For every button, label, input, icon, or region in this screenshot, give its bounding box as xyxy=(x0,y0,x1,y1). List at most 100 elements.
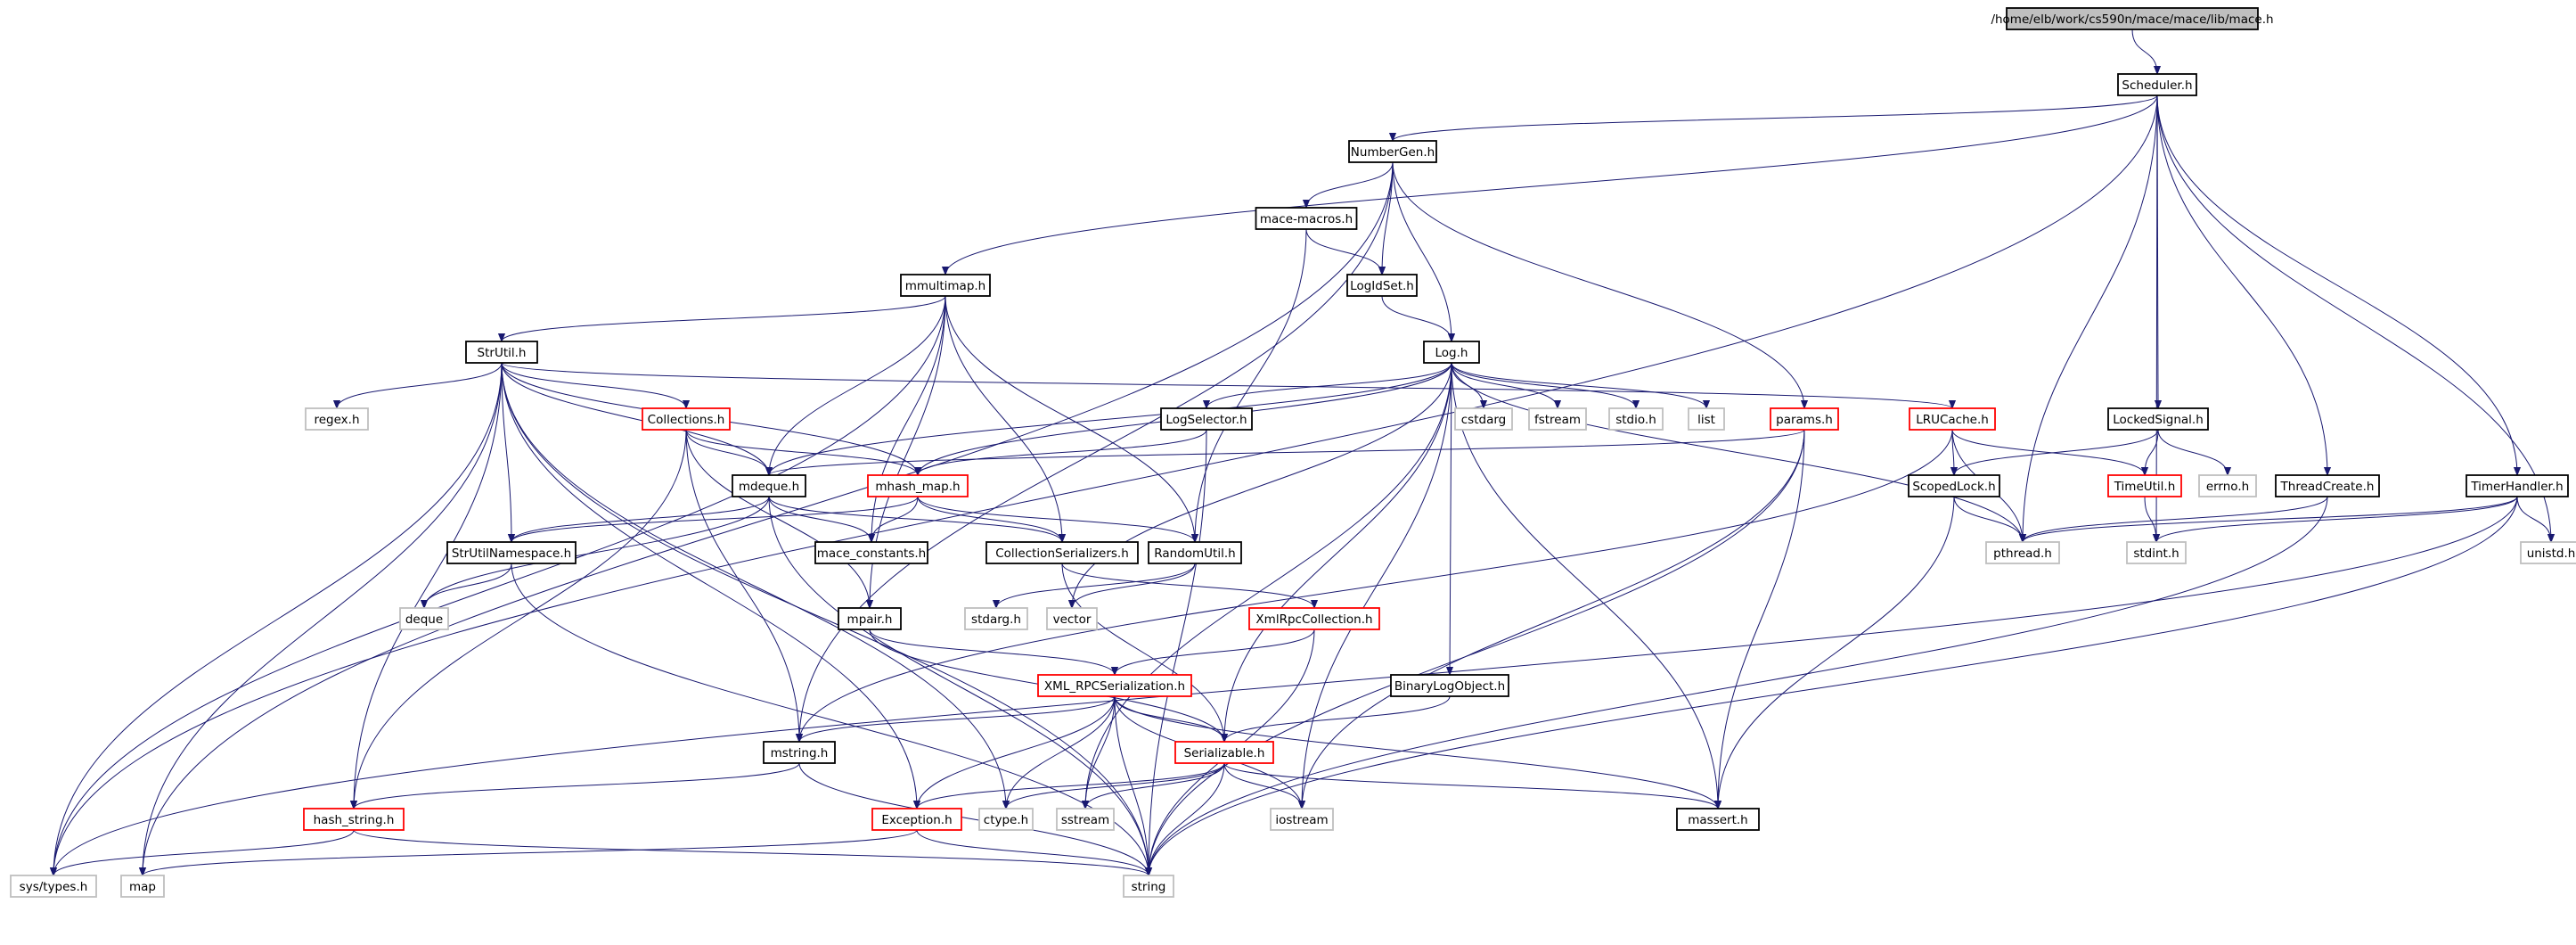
node-box-binarylog[interactable] xyxy=(1390,674,1509,697)
edge-mdeque-to-collser xyxy=(768,496,1062,543)
edge-serializable-to-ctype xyxy=(1006,762,1225,809)
edge-logh-to-list xyxy=(1451,362,1706,409)
edge-mmultimap-to-systypes xyxy=(53,295,946,875)
node-box-macemacros[interactable] xyxy=(1255,207,1358,230)
node-label-timerhandler: TimerHandler.h xyxy=(2470,480,2563,494)
node-ctype: ctype.h xyxy=(978,808,1034,831)
node-box-logidset[interactable] xyxy=(1346,274,1418,297)
node-box-xmlrpcser[interactable] xyxy=(1037,674,1192,697)
node-label-randomutil: RandomUtil.h xyxy=(1154,546,1235,561)
node-label-stdio: stdio.h xyxy=(1615,413,1656,427)
node-box-mhashmap[interactable] xyxy=(867,474,969,497)
node-logh[interactable]: Log.h xyxy=(1423,341,1480,364)
node-params[interactable]: params.h xyxy=(1770,407,1839,431)
node-box-timerhandler[interactable] xyxy=(2466,474,2569,497)
node-timerhandler[interactable]: TimerHandler.h xyxy=(2466,474,2569,497)
node-box-scheduler[interactable] xyxy=(2117,73,2197,96)
edge-lrucache-to-timeutil xyxy=(1951,429,2145,476)
node-mpair[interactable]: mpair.h xyxy=(838,607,902,630)
node-maceconst[interactable]: mace_constants.h xyxy=(814,541,928,564)
node-box-xmlrpccoll[interactable] xyxy=(1248,607,1380,630)
node-strutil[interactable]: StrUtil.h xyxy=(465,341,538,364)
edge-scheduler-to-unistd xyxy=(2156,94,2551,542)
node-stdint: stdint.h xyxy=(2126,541,2187,564)
node-box-lockedsignal[interactable] xyxy=(2107,407,2209,431)
node-box-massert[interactable] xyxy=(1676,808,1760,831)
node-lrucache[interactable]: LRUCache.h xyxy=(1909,407,1996,431)
node-randomutil[interactable]: RandomUtil.h xyxy=(1148,541,1242,564)
node-box-stdarg xyxy=(964,607,1028,630)
node-box-logselector[interactable] xyxy=(1160,407,1253,431)
edge-numbergen-to-logh xyxy=(1392,161,1452,341)
node-numbergen[interactable]: NumberGen.h xyxy=(1348,140,1437,163)
node-box-mmultimap[interactable] xyxy=(900,274,991,297)
node-box-hashstring[interactable] xyxy=(303,808,405,831)
node-box-scopedlock[interactable] xyxy=(1908,474,2000,497)
node-box-params[interactable] xyxy=(1770,407,1839,431)
node-binarylog[interactable]: BinaryLogObject.h xyxy=(1390,674,1509,697)
node-box-randomutil[interactable] xyxy=(1148,541,1242,564)
node-strutilns[interactable]: StrUtilNamespace.h xyxy=(446,541,577,564)
node-box-fstream xyxy=(1528,407,1587,431)
node-label-xmlrpcser: XML_RPCSerialization.h xyxy=(1044,679,1185,694)
node-macemacros[interactable]: mace-macros.h xyxy=(1255,207,1358,230)
node-timeutil[interactable]: TimeUtil.h xyxy=(2107,474,2182,497)
edges-layer xyxy=(53,29,2551,876)
node-box-strutil[interactable] xyxy=(465,341,538,364)
node-box-mstring[interactable] xyxy=(763,741,836,764)
node-box-lrucache[interactable] xyxy=(1909,407,1996,431)
node-collections[interactable]: Collections.h xyxy=(642,407,731,431)
node-xmlrpccoll[interactable]: XmlRpcCollection.h xyxy=(1248,607,1380,630)
node-box-serializable[interactable] xyxy=(1174,741,1274,764)
node-collser[interactable]: CollectionSerializers.h xyxy=(985,541,1139,564)
node-label-hashstring: hash_string.h xyxy=(314,813,395,827)
node-xmlrpcser[interactable]: XML_RPCSerialization.h xyxy=(1037,674,1192,697)
node-box-mpair[interactable] xyxy=(838,607,902,630)
node-box-numbergen[interactable] xyxy=(1348,140,1437,163)
node-serializable[interactable]: Serializable.h xyxy=(1174,741,1274,764)
node-mhashmap[interactable]: mhash_map.h xyxy=(867,474,969,497)
node-mstring[interactable]: mstring.h xyxy=(763,741,836,764)
edge-timerhandler-to-unistd xyxy=(2516,496,2551,542)
node-box-strutilns[interactable] xyxy=(446,541,577,564)
edge-scheduler-to-systypes xyxy=(53,94,2158,875)
node-box-collser[interactable] xyxy=(985,541,1139,564)
node-box-threadcreate[interactable] xyxy=(2275,474,2380,497)
node-exception[interactable]: Exception.h xyxy=(871,808,962,831)
node-lockedsignal[interactable]: LockedSignal.h xyxy=(2107,407,2209,431)
node-hashstring[interactable]: hash_string.h xyxy=(303,808,405,831)
edge-strutil-to-map xyxy=(143,362,503,875)
edge-binarylog-to-serializable xyxy=(1224,695,1451,743)
edge-numbergen-to-mstring xyxy=(799,161,1394,742)
edge-mmultimap-to-mdeque xyxy=(769,295,946,475)
edge-lockedsignal-to-errno xyxy=(2157,429,2228,476)
node-mdeque[interactable]: mdeque.h xyxy=(732,474,806,497)
node-mmultimap[interactable]: mmultimap.h xyxy=(900,274,991,297)
node-box-exception[interactable] xyxy=(871,808,962,831)
edge-mhashmap-to-randomutil xyxy=(917,496,1195,543)
node-box-logh[interactable] xyxy=(1423,341,1480,364)
edge-lockedsignal-to-scopedlock xyxy=(1954,429,2159,476)
node-box-mdeque[interactable] xyxy=(732,474,806,497)
node-label-lrucache: LRUCache.h xyxy=(1916,413,1989,427)
node-threadcreate[interactable]: ThreadCreate.h xyxy=(2275,474,2380,497)
node-box-maceconst[interactable] xyxy=(814,541,928,564)
node-label-regex: regex.h xyxy=(314,413,359,427)
node-sstream: sstream xyxy=(1056,808,1115,831)
node-massert[interactable]: massert.h xyxy=(1676,808,1760,831)
node-logselector[interactable]: LogSelector.h xyxy=(1160,407,1253,431)
node-label-deque: deque xyxy=(405,612,443,627)
edge-mace_h-to-scheduler xyxy=(2131,29,2157,74)
edge-randomutil-to-vector xyxy=(1072,563,1196,609)
node-box-collections[interactable] xyxy=(642,407,731,431)
edge-scheduler-to-numbergen xyxy=(1393,94,2158,142)
node-box-timeutil[interactable] xyxy=(2107,474,2182,497)
node-scopedlock[interactable]: ScopedLock.h xyxy=(1908,474,2000,497)
node-scheduler[interactable]: Scheduler.h xyxy=(2117,73,2197,96)
node-label-string: string xyxy=(1132,880,1166,894)
edge-mstring-to-hashstring xyxy=(354,762,800,809)
node-logidset[interactable]: LogIdSet.h xyxy=(1346,274,1418,297)
edge-serializable-to-sstream xyxy=(1085,762,1225,809)
node-label-serializable: Serializable.h xyxy=(1184,746,1265,760)
